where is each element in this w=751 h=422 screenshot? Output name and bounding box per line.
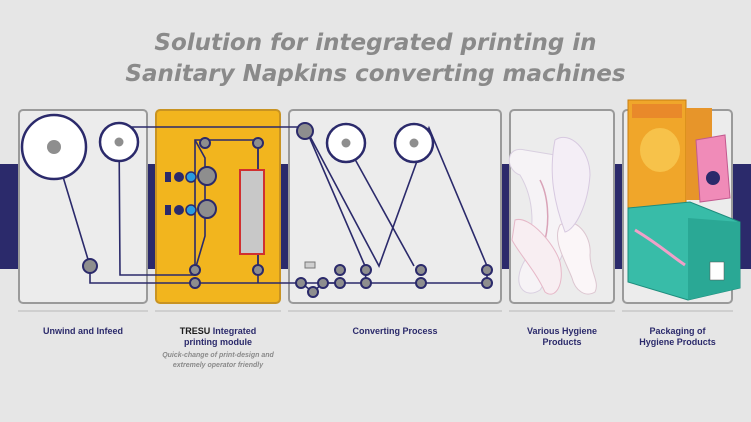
divider [509, 310, 615, 312]
packaging-label-line2: Hygiene Products [639, 337, 716, 347]
packaging-label-line1: Packaging of [649, 326, 706, 336]
divider [155, 310, 281, 312]
roller-icon [325, 122, 367, 164]
label-hygiene-products: Various Hygiene Products [509, 326, 615, 348]
label-converting-text: Converting Process [352, 326, 438, 336]
tresu-brand-text: TRESU [179, 326, 211, 336]
label-tresu: TRESU Integrated printing module [155, 326, 281, 348]
title-line-2: Sanitary Napkins converting machines [125, 61, 626, 87]
tresu-note: Quick-change of print-design and extreme… [155, 351, 281, 371]
sensor-icon [304, 261, 316, 269]
page-title: Solution for integrated printing in Sani… [0, 28, 751, 90]
label-unwind: Unwind and Infeed [18, 326, 148, 337]
tresu-note-line2: extremely operator friendly [172, 362, 264, 369]
label-unwind-text: Unwind and Infeed [43, 326, 123, 336]
print-frame [239, 169, 265, 255]
label-packaging: Packaging of Hygiene Products [622, 326, 733, 348]
hygiene-label-line2: Products [542, 337, 582, 347]
product-package-icon [695, 134, 731, 203]
guide-rollers [82, 122, 493, 298]
roller-icon [98, 121, 140, 163]
product-package-icon [627, 201, 741, 301]
unwind-roll-icon [20, 113, 88, 181]
sanitary-napkin-icon [551, 137, 591, 233]
title-line-1: Solution for integrated printing in [154, 30, 597, 56]
roller-icon [393, 122, 435, 164]
tresu-label-text: Integrated [210, 326, 257, 336]
divider [288, 310, 502, 312]
print-unit-icon [165, 166, 217, 186]
sanitary-napkin-icon [557, 221, 597, 295]
divider [18, 310, 148, 312]
hygiene-label-line1: Various Hygiene [526, 326, 598, 336]
label-converting: Converting Process [288, 326, 502, 337]
print-unit-icon [165, 199, 217, 219]
divider [622, 310, 733, 312]
tresu-note-line1: Quick-change of print-design and [162, 352, 274, 359]
sanitary-napkin-icon [511, 219, 562, 295]
tresu-label-line2: printing module [184, 337, 252, 347]
